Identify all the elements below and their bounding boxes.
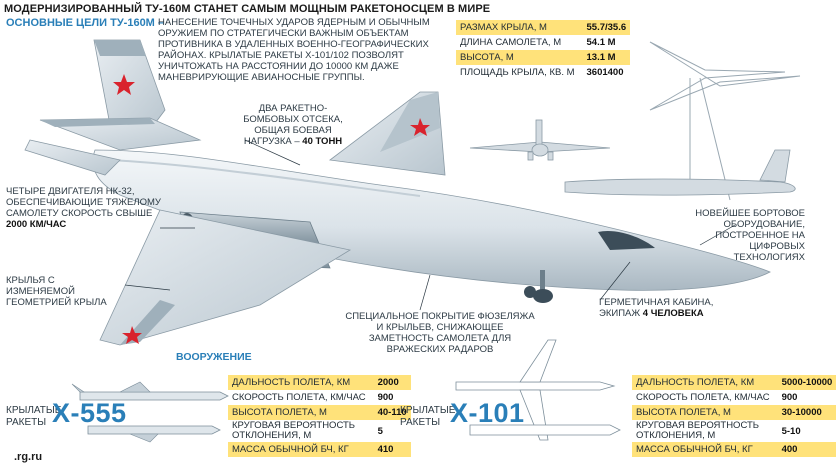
leader-lines [124, 139, 736, 311]
aircraft-illustration [24, 39, 801, 443]
fuselage [92, 149, 771, 291]
callout-engines: ЧЕТЫРЕ ДВИГАТЕЛЯ НК-32, ОБЕСПЕЧИВАЮЩИЕ Т… [6, 186, 161, 230]
callout-avionics: НОВЕЙШЕЕ БОРТОВОЕ ОБОРУДОВАНИЕ, ПОСТРОЕН… [695, 208, 805, 263]
near-stabilizer [24, 139, 121, 176]
missile-type-x101: КРЫЛАТЫЕ РАКЕТЫ [400, 405, 456, 428]
missile-name-x101: Х-101 [450, 398, 525, 428]
missile-type-x555: КРЫЛАТЫЕ РАКЕТЫ [6, 405, 62, 428]
horizontal-stabilizer [39, 117, 202, 151]
landing-gear [524, 270, 553, 303]
front-view-silhouette [469, 119, 611, 161]
callout-coating: СПЕЦИАЛЬНОЕ ПОКРЫТИЕ ФЮЗЕЛЯЖА И КРЫЛЬЕВ,… [345, 311, 535, 355]
source-label: .rg.ru [14, 451, 43, 463]
missile-name-x555: Х-555 [52, 398, 127, 428]
goals-heading: ОСНОВНЫЕ ЦЕЛИ ТУ-160М – [6, 17, 165, 29]
page-title: МОДЕРНИЗИРОВАННЫЙ ТУ-160М СТАНЕТ САМЫМ М… [4, 3, 491, 15]
callout-cabin: ГЕРМЕТИЧНАЯ КАБИНА, ЭКИПАЖ 4 ЧЕЛОВЕКА [599, 297, 714, 319]
star-markings [113, 74, 430, 344]
missile-x555 [71, 381, 229, 443]
goals-text: НАНЕСЕНИЕ ТОЧЕЧНЫХ УДАРОВ ЯДЕРНЫМ И ОБЫЧ… [158, 17, 430, 83]
side-view-silhouette [564, 149, 796, 196]
missile-x101 [455, 339, 621, 441]
callout-bays: ДВА РАКЕТНО-БОМБОВЫХ ОТСЕКА, ОБЩАЯ БОЕВА… [243, 103, 343, 147]
armament-heading: ВООРУЖЕНИЕ [176, 351, 252, 363]
far-wing [328, 91, 446, 176]
callout-wings: КРЫЛЬЯ С ИЗМЕНЯЕМОЙ ГЕОМЕТРИЕЙ КРЫЛА [6, 275, 107, 308]
